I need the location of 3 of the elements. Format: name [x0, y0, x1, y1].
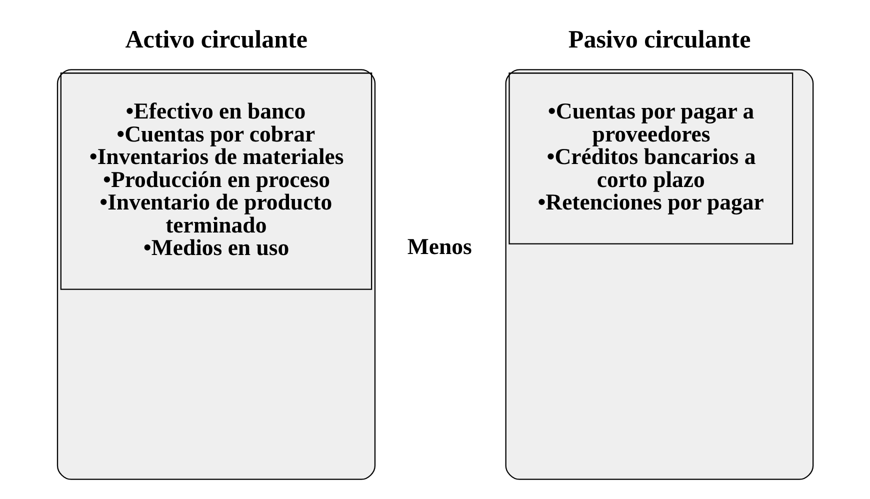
node-label: Pasivo circulante	[568, 26, 751, 54]
node-label: Activo circulante	[125, 26, 308, 54]
label: Menos	[407, 234, 472, 260]
